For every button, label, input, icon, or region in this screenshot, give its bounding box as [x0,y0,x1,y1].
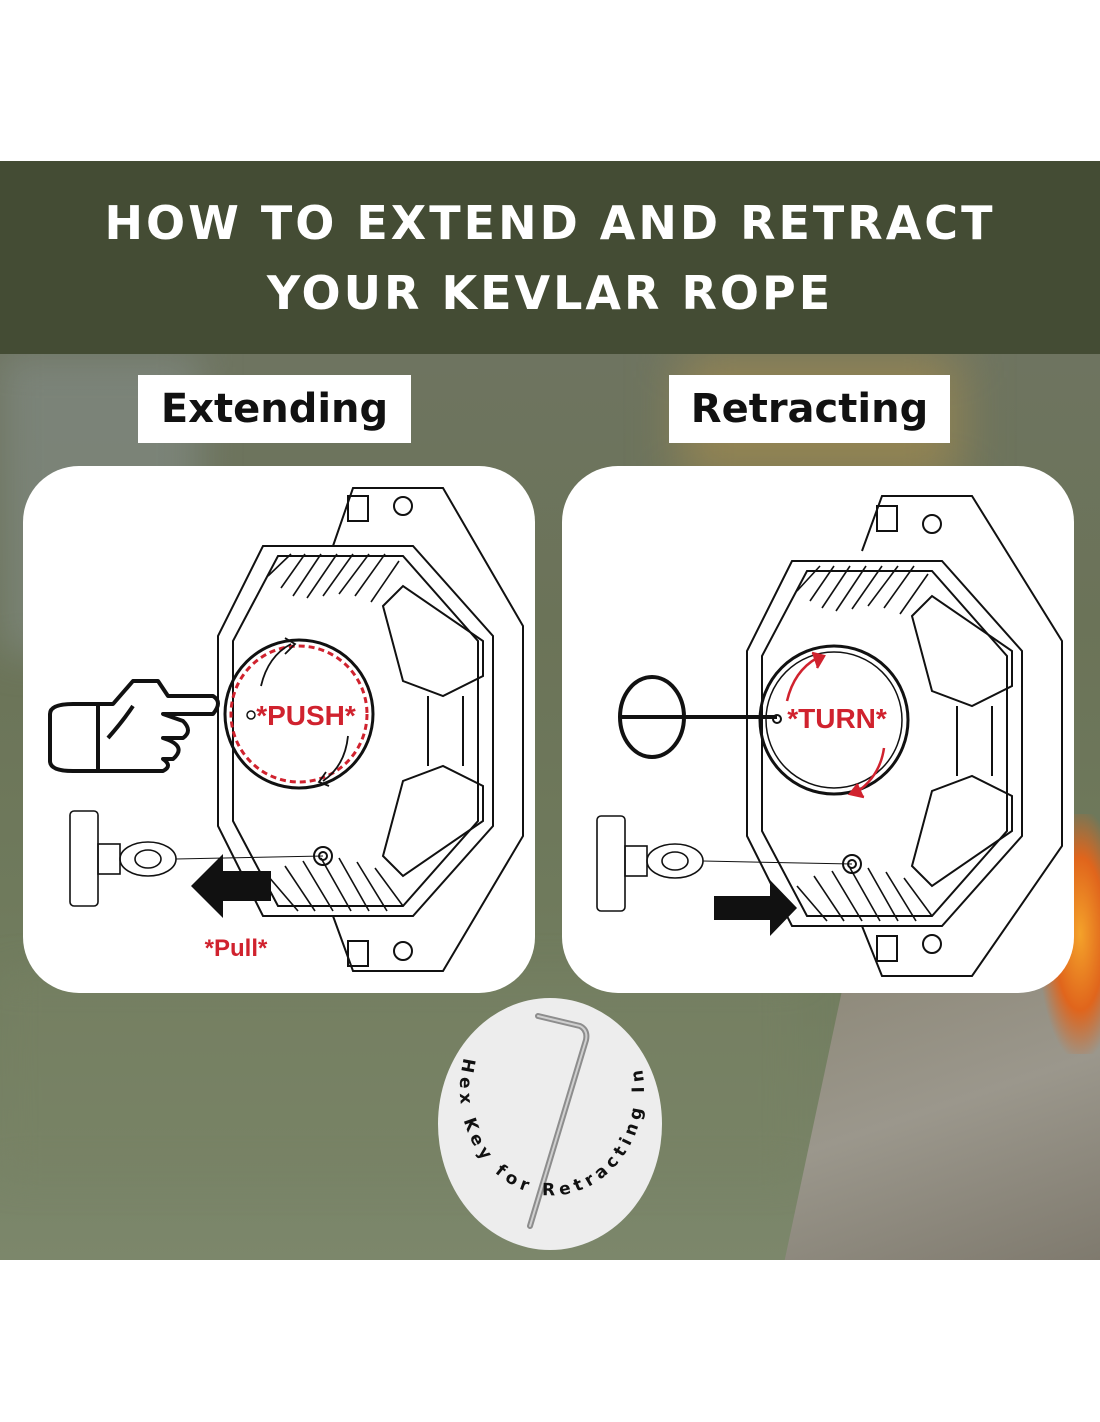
turn-button-outline [758,644,910,796]
anchor-eye-bolt-icon [69,810,324,907]
extending-label: Extending [138,375,411,443]
hex-key-handle-icon [618,675,782,759]
anchor-eye-bolt-icon [596,815,853,912]
pull-text: *Pull* [205,935,268,962]
title-line-2: YOUR KEVLAR ROPE [266,265,834,320]
title-line-1: HOW TO EXTEND AND RETRACT [104,195,996,250]
rotation-arrows-icon [785,651,886,799]
push-button-outline [223,638,375,790]
badge-text: Hex Key for Retracting Included [438,998,644,1200]
turn-text: *TURN* [787,703,887,734]
extending-panel: *PUSH* *Pull* [23,466,535,993]
arrow-left-icon [191,854,271,918]
title-banner: HOW TO EXTEND AND RETRACT YOUR KEVLAR RO… [0,161,1100,354]
hex-key-included-badge: Hex Key for Retracting Included [438,998,662,1250]
push-text: *PUSH* [256,700,356,731]
retracting-panel: *TURN* [562,466,1074,993]
hex-key-icon [527,1013,590,1229]
push-button-dashed-ring [229,644,369,784]
retracting-label: Retracting [669,375,950,443]
rotation-arrows-icon [260,637,349,787]
pointing-hand-icon [48,679,220,773]
reel-device-icon [217,487,524,972]
svg-text:Hex Key for Retracting Include: Hex Key for Retracting Included [438,998,649,1200]
reel-device-icon [746,495,1063,977]
arrow-right-icon [714,880,797,936]
